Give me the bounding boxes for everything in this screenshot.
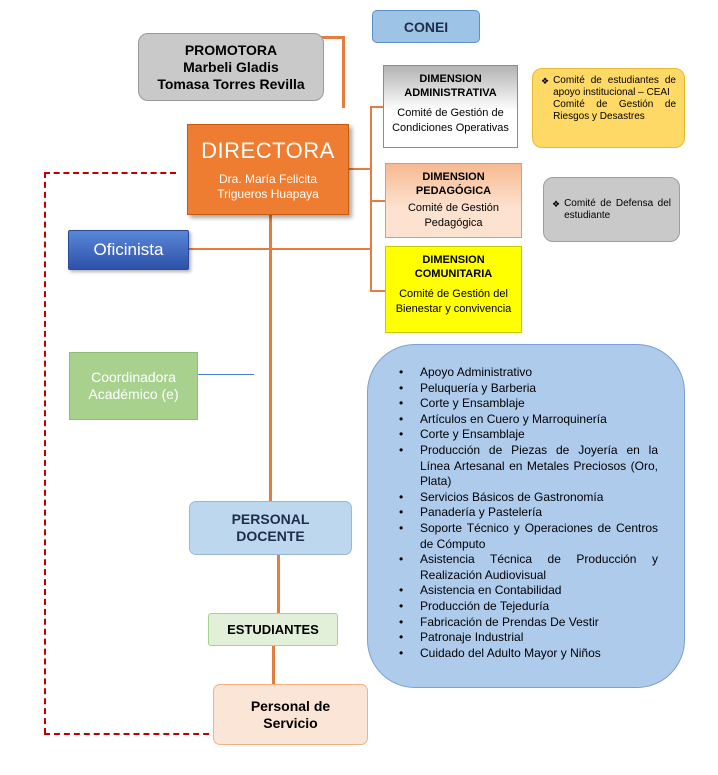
ceai-text: Comité de estudiantes de apoyo instituci… (553, 75, 676, 98)
defensa-committee-box: ❖ Comité de Defensa del estudiante (543, 177, 680, 242)
dim-ped-title-1: DIMENSION (422, 171, 485, 183)
personal-servicio-box: Personal de Servicio (213, 684, 368, 745)
connector-directora-to-docente (269, 215, 272, 502)
dim-ped-title-2: PEDAGÓGICA (415, 185, 492, 197)
program-item: Fabricación de Prendas De Vestir (390, 615, 658, 631)
connector-directora-to-dims (349, 168, 371, 170)
promotora-role: PROMOTORA (184, 41, 278, 58)
program-item: Patronaje Industrial (390, 630, 658, 646)
conei-label: CONEI (403, 18, 449, 35)
program-item: Asistencia en Contabilidad (390, 583, 658, 599)
program-item: Cuidado del Adulto Mayor y Niños (390, 646, 658, 662)
personal-docente-box: PERSONAL DOCENTE (189, 501, 352, 555)
connector-promotora-top (311, 36, 344, 39)
program-item: Corte y Ensamblaje (390, 396, 658, 412)
ceai-committee-box: ❖ Comité de estudiantes de apoyo institu… (532, 68, 685, 148)
dashed-line-bottom (44, 733, 229, 735)
docente-line-2: DOCENTE (236, 528, 305, 544)
programs-list-box: Apoyo AdministrativoPeluquería y Barberi… (367, 344, 685, 688)
program-item: Producción de Piezas de Joyería en la Lí… (390, 443, 658, 490)
directora-name-1: Dra. María Felicita (218, 171, 318, 186)
dashed-line-top (44, 172, 176, 174)
promotora-box: PROMOTORA Marbeli Gladis Tomasa Torres R… (138, 33, 324, 101)
dim-com-title-2: COMUNITARIA (414, 268, 493, 280)
program-item: Panadería y Pastelería (390, 505, 658, 521)
coordinadora-line-1: Coordinadora (91, 369, 176, 385)
directora-title: DIRECTORA (201, 137, 335, 163)
diamond-bullet-icon: ❖ (541, 76, 550, 86)
diamond-bullet-icon: ❖ (552, 198, 561, 209)
dim-com-title-1: DIMENSION (422, 254, 485, 266)
program-item: Asistencia Técnica de Producción y Reali… (390, 552, 658, 583)
programs-list: Apoyo AdministrativoPeluquería y Barberi… (390, 365, 658, 661)
connector-coordinadora (198, 374, 254, 375)
directora-name-2: Trigueros Huapaya (217, 186, 319, 201)
dim-admin-sub-1: Comité de Gestión de (397, 107, 504, 119)
oficinista-label: Oficinista (93, 240, 164, 259)
dim-admin-sub-2: Condiciones Operativas (392, 122, 509, 134)
dashed-line-left (44, 172, 46, 734)
promotora-name-2: Tomasa Torres Revilla (157, 75, 305, 92)
connector-dim-admin (370, 106, 384, 108)
coordinadora-box: Coordinadora Académico (e) (69, 352, 198, 420)
dimension-comunitaria-box: DIMENSION COMUNITARIA Comité de Gestión … (385, 246, 522, 333)
connector-dim-com (370, 290, 386, 292)
dim-ped-sub-2: Pedagógica (424, 217, 483, 229)
program-item: Peluquería y Barberia (390, 381, 658, 397)
servicio-line-1: Personal de (250, 697, 331, 714)
servicio-line-2: Servicio (263, 714, 318, 731)
connector-docente-to-estudiantes (277, 555, 280, 614)
dim-ped-sub-1: Comité de Gestión (407, 202, 500, 214)
dim-admin-title-1: DIMENSION (419, 73, 482, 85)
connector-estudiantes-to-servicio (272, 646, 275, 685)
docente-line-1: PERSONAL (231, 511, 310, 527)
dim-com-sub-2: Bienestar y convivencia (395, 303, 512, 315)
coordinadora-line-2: Académico (e) (88, 386, 179, 402)
program-item: Producción de Tejeduría (390, 599, 658, 615)
promotora-name-1: Marbeli Gladis (183, 58, 279, 75)
connector-dims-vertical (370, 106, 372, 291)
riesgos-text: Comité de Gestión de Riesgos y Desastres (553, 99, 676, 122)
conei-box: CONEI (372, 10, 480, 43)
program-item: Corte y Ensamblaje (390, 427, 658, 443)
defensa-text: Comité de Defensa del estudiante (564, 197, 671, 221)
estudiantes-label: ESTUDIANTES (227, 622, 319, 637)
program-item: Artículos en Cuero y Marroquinería (390, 412, 658, 428)
dimension-administrativa-box: DIMENSION ADMINISTRATIVA Comité de Gesti… (383, 65, 518, 148)
connector-dim-ped (370, 200, 386, 202)
dim-com-sub-1: Comité de Gestión del (399, 288, 508, 300)
program-item: Soporte Técnico y Operaciones de Centros… (390, 521, 658, 552)
dimension-pedagogica-box: DIMENSION PEDAGÓGICA Comité de Gestión P… (385, 163, 522, 238)
program-item: Apoyo Administrativo (390, 365, 658, 381)
directora-box: DIRECTORA Dra. María Felicita Trigueros … (187, 124, 349, 215)
oficinista-box: Oficinista (68, 230, 189, 270)
connector-promotora-right (342, 36, 345, 108)
connector-oficinista-to-dims (189, 248, 371, 250)
program-item: Servicios Básicos de Gastronomía (390, 490, 658, 506)
estudiantes-box: ESTUDIANTES (208, 613, 338, 646)
dim-admin-title-2: ADMINISTRATIVA (404, 87, 497, 99)
